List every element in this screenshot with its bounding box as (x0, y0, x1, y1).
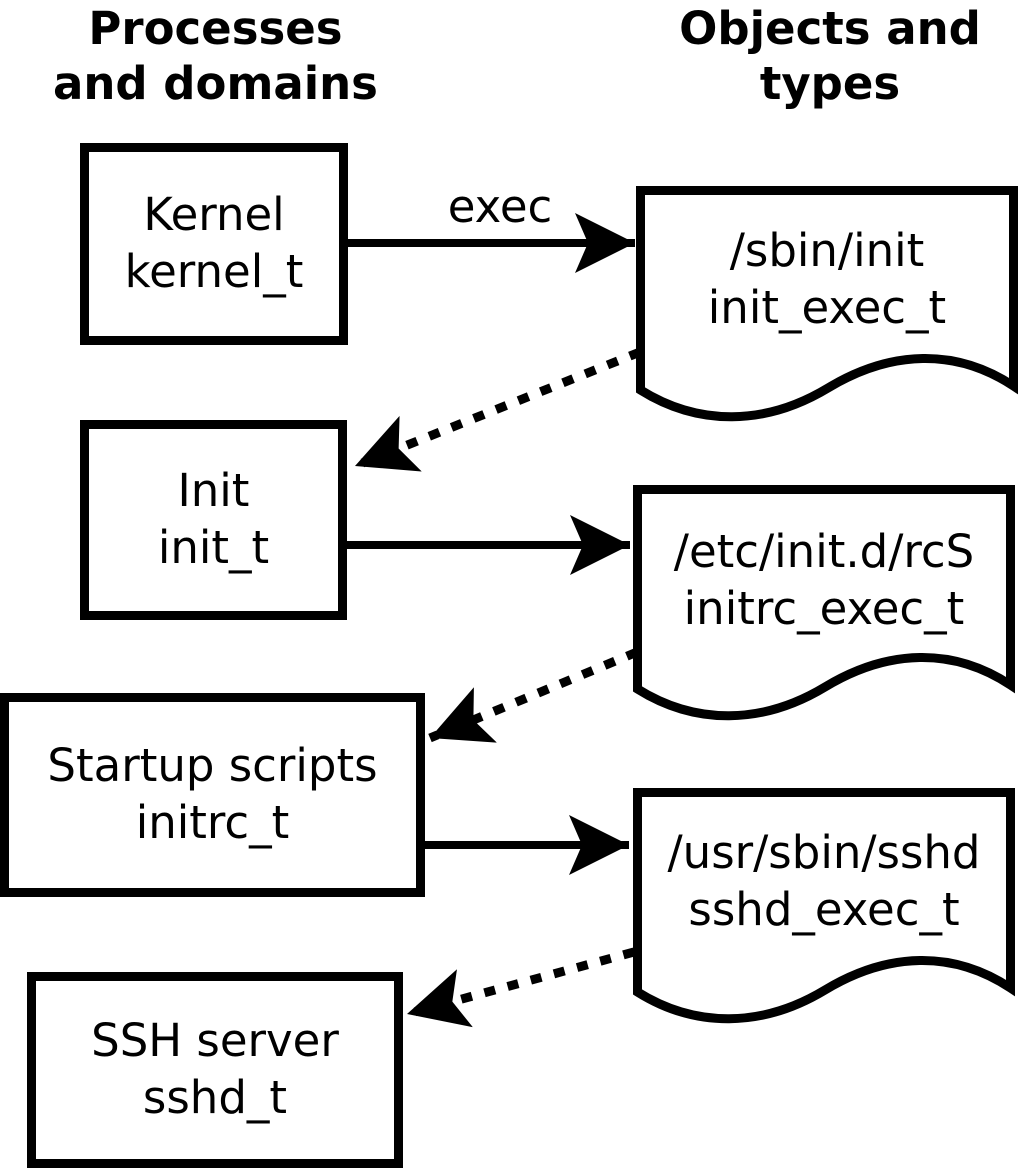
edge-label-exec: exec (447, 180, 553, 233)
node-kernel-title: Kernel (143, 188, 285, 242)
node-init: Init init_t (80, 420, 347, 620)
node-startup-scripts-type: initrc_t (135, 796, 290, 849)
node-kernel-text: Kernel kernel_t (125, 187, 304, 300)
node-ssh-server-title: SSH server (91, 1014, 339, 1068)
edge-transition-to-init-arrow (353, 347, 642, 472)
node-init-exec-type: init_exec_t (707, 281, 947, 334)
node-initrc-exec-title: /etc/init.d/rcS (673, 525, 975, 578)
node-sshd-exec-type: sshd_exec_t (688, 883, 960, 936)
node-kernel-type: kernel_t (124, 245, 304, 298)
node-kernel: Kernel kernel_t (80, 143, 348, 345)
node-init-exec-text: /sbin/init init_exec_t (636, 222, 1018, 336)
node-initrc-exec-text: /etc/init.d/rcS initrc_exec_t (633, 523, 1015, 637)
node-ssh-server-text: SSH server sshd_t (91, 1013, 339, 1126)
node-ssh-server-type: sshd_t (142, 1071, 288, 1124)
node-sshd-exec-text: /usr/sbin/sshd sshd_exec_t (633, 824, 1015, 938)
node-initrc-exec-type: initrc_exec_t (683, 582, 965, 635)
node-init-title: Init (177, 464, 250, 518)
edge-transition-to-initrc-arrow (428, 647, 639, 743)
edge-transition-to-sshd-arrow (405, 947, 636, 1028)
column-header-objects: Objects and types (679, 2, 981, 110)
node-startup-scripts-text: Startup scripts initrc_t (47, 738, 377, 851)
node-init-type: init_t (157, 521, 270, 574)
node-init-exec-title: /sbin/init (729, 224, 925, 277)
node-startup-scripts-title: Startup scripts (47, 739, 378, 793)
node-init-text: Init init_t (158, 463, 269, 576)
node-startup-scripts: Startup scripts initrc_t (0, 693, 425, 897)
column-header-processes: Processes and domains (53, 2, 378, 110)
node-sshd-exec-title: /usr/sbin/sshd (667, 826, 981, 879)
node-ssh-server: SSH server sshd_t (27, 972, 403, 1168)
